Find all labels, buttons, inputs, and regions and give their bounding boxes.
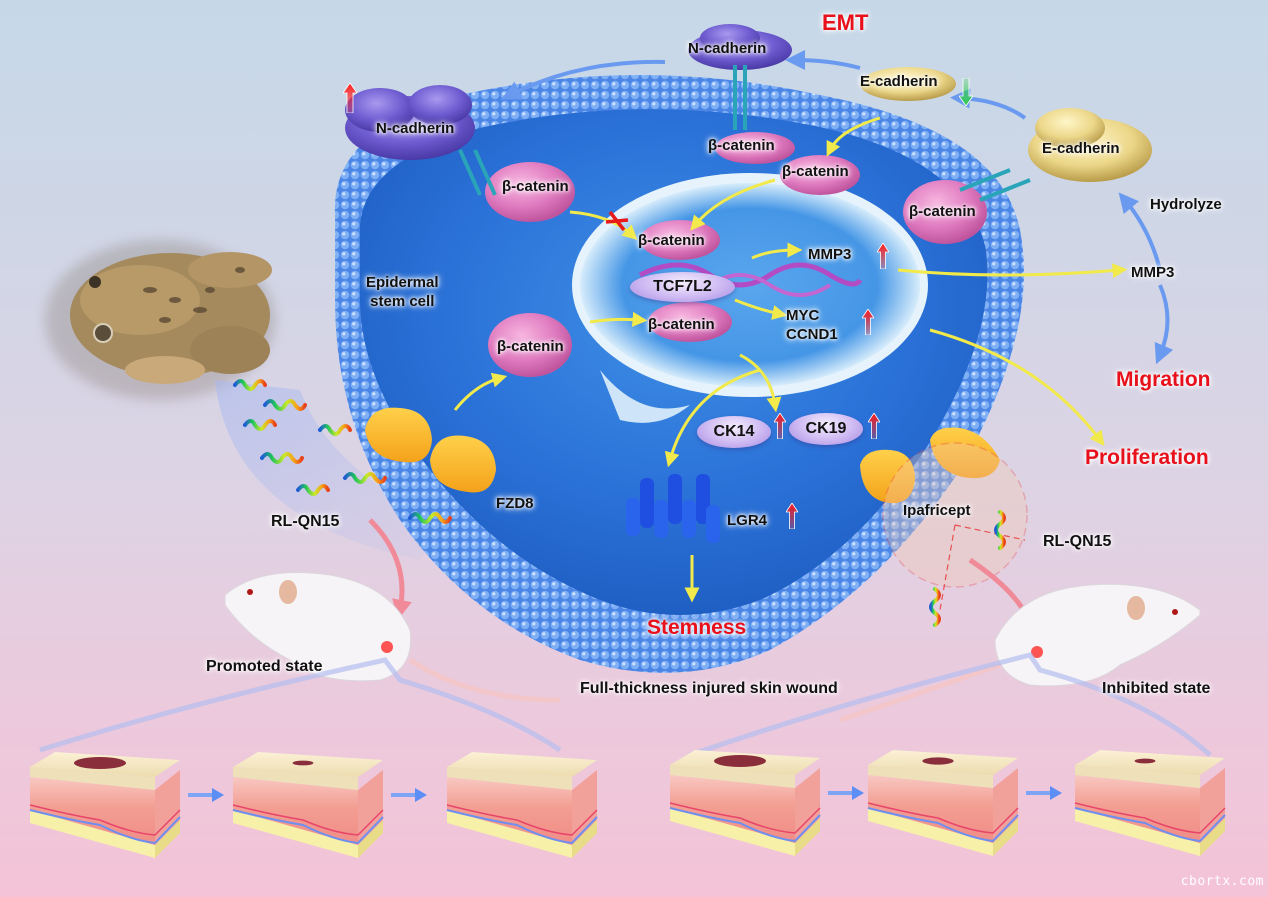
skin-wound-sequence	[29, 750, 1226, 858]
emt-label: EMT	[822, 10, 869, 35]
progression-arrow-icon	[828, 786, 864, 800]
dna-helix	[638, 262, 863, 288]
beta-catenin-left-lower-label: β-catenin	[497, 338, 564, 355]
signal-arrows	[453, 116, 1128, 603]
lgr4-label: LGR4	[727, 512, 768, 529]
ck14-up-arrow-icon	[774, 413, 786, 439]
cadherin-stalks	[458, 65, 1031, 202]
rl-qn15-right-label: RL-QN15	[1043, 533, 1112, 550]
e-cadherin-top-label: E-cadherin	[860, 73, 938, 90]
skin-block-promoted-2	[232, 752, 384, 858]
skin-block-inhibited-1	[669, 750, 821, 856]
myc-ccnd1-up-arrow-icon	[862, 309, 874, 335]
wound-patch	[922, 757, 954, 765]
rl-qn15-left-label: RL-QN15	[271, 513, 340, 530]
progression-arrow-icon	[391, 788, 427, 802]
n-cadherin-clouds	[345, 24, 792, 160]
lgr4-up-arrow-icon	[786, 503, 798, 529]
mouse-inhibited	[839, 583, 1201, 723]
wound-patch	[714, 755, 766, 767]
tcf7l2-pill: TCF7L2	[630, 272, 735, 302]
nuclear-beta-catenin-lower-label: β-catenin	[648, 316, 715, 333]
fzd8-receptors	[365, 407, 1000, 504]
fzd8-label: FZD8	[496, 495, 534, 512]
promoted-state-label: Promoted state	[206, 658, 323, 675]
migration-label: Migration	[1116, 368, 1211, 391]
e-cadherin-right-label: E-cadherin	[1042, 140, 1120, 157]
e-cadherin-clouds	[860, 67, 1152, 182]
mouse-promoted	[224, 572, 561, 703]
cell-label-line-2: stem cell	[370, 293, 435, 310]
wound-label: Full-thickness injured skin wound	[580, 680, 838, 697]
watermark: cbortx.com	[1180, 874, 1264, 889]
nuclear-beta-catenin-upper-label: β-catenin	[638, 232, 705, 249]
ipafricept-label: Ipafricept	[903, 502, 971, 519]
wound-patch	[74, 757, 126, 769]
mmp3-secreted-label: MMP3	[1131, 264, 1175, 281]
beta-catenin-top-right-label: β-catenin	[782, 163, 849, 180]
progression-arrow-icon	[188, 788, 224, 802]
ck14-pill: CK14	[697, 416, 771, 448]
promoted-spread	[39, 657, 562, 753]
n-cadherin-left-label: N-cadherin	[376, 120, 455, 137]
ccnd1-label: CCND1	[786, 326, 838, 343]
frog-image	[45, 240, 275, 400]
e-cadherin-down-arrow-icon	[959, 78, 973, 106]
mmp3-up-arrow-icon	[877, 243, 889, 269]
ck19-up-arrow-icon	[868, 413, 880, 439]
myc-label: MYC	[786, 307, 820, 324]
cell-label-line-1: Epidermal	[366, 274, 439, 291]
proliferation-label: Proliferation	[1085, 446, 1209, 469]
peptide-source-funnel	[215, 380, 440, 560]
ck19-pill: CK19	[789, 413, 863, 445]
mmp3-nuclear-label: MMP3	[808, 246, 852, 263]
skin-block-promoted-3	[446, 752, 598, 858]
lgr4-receptor	[626, 474, 720, 543]
wound-patch	[292, 760, 314, 766]
inhibited-spread	[689, 652, 1212, 758]
beta-catenin-right-label: β-catenin	[909, 203, 976, 220]
rl-qn15-peptides	[233, 379, 1006, 627]
n-cadherin-up-arrow-icon	[343, 83, 357, 113]
inhibition-cross-icon	[605, 210, 629, 232]
ipafricept-inhibitor	[882, 442, 1028, 611]
progression-arrow-icon	[1026, 786, 1062, 800]
skin-block-promoted-1	[29, 752, 181, 858]
n-cadherin-top-label: N-cadherin	[688, 40, 767, 57]
wound-patch	[1134, 758, 1156, 764]
hydrolyze-label: Hydrolyze	[1150, 196, 1222, 213]
stemness-label: Stemness	[647, 616, 747, 639]
skin-block-inhibited-2	[867, 750, 1019, 856]
beta-catenin-left-upper-label: β-catenin	[502, 178, 569, 195]
inhibited-state-label: Inhibited state	[1102, 680, 1211, 697]
skin-block-inhibited-3	[1074, 750, 1226, 856]
beta-catenin-top-center-label: β-catenin	[708, 137, 775, 154]
cell-label: Epidermal stem cell	[366, 273, 439, 311]
